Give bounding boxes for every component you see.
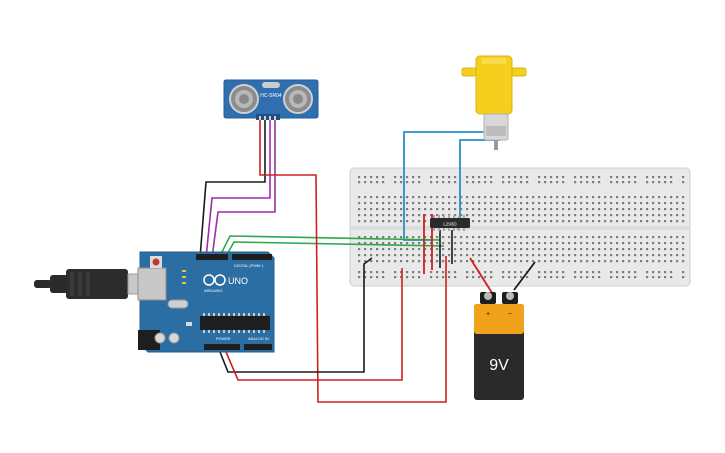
wire-black-gnd[interactable] (219, 257, 373, 373)
wire-black-sensor[interactable] (199, 120, 266, 259)
battery-minus-label: − (508, 311, 512, 318)
arduino-power-label: POWER (216, 337, 231, 341)
wire-red-sensor-vcc[interactable] (259, 120, 447, 403)
wire-red-5v[interactable] (225, 268, 403, 381)
battery-voltage-label: 9V (489, 357, 509, 374)
wire-green-1[interactable] (218, 235, 441, 259)
arduino-digital-header-label: DIGITAL (PWM~) (234, 264, 264, 268)
wire-purple-1[interactable] (205, 120, 271, 259)
wire-red-battery[interactable] (469, 257, 495, 297)
wire-black-battery[interactable] (513, 261, 536, 291)
arduino-brand-label: ARDUINO (204, 288, 222, 293)
ultrasonic-sensor[interactable]: HC-SR04 (223, 79, 319, 120)
driver-ic-label: L293D (443, 222, 457, 227)
wires (199, 120, 536, 403)
breadboard[interactable] (349, 167, 691, 287)
arduino-analog-label: ANALOG IN (248, 337, 269, 341)
battery-9v[interactable]: + − 9V (474, 292, 524, 400)
sensor-model-label: HC-SR04 (260, 93, 282, 99)
wire-purple-2[interactable] (211, 120, 276, 259)
arduino-logo (203, 274, 226, 286)
dc-motor[interactable] (461, 55, 527, 150)
arduino-model-label: UNO (228, 276, 248, 286)
driver-ic-l293d[interactable]: L293D (430, 215, 470, 231)
arduino-uno[interactable]: DIGITAL (PWM~) POWER ANALOG IN UNO ARDUI… (34, 251, 275, 353)
battery-plus-label: + (486, 311, 490, 318)
usb-cable (34, 269, 143, 299)
